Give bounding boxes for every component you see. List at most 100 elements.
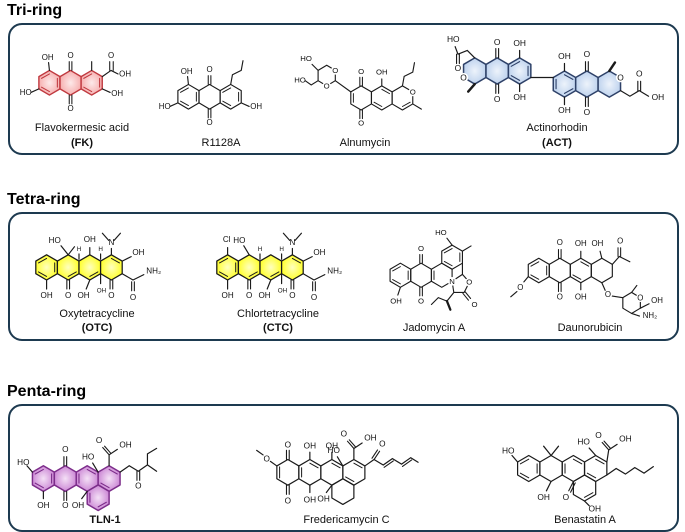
structure-flavokermesic-acid: OH O O OH HO OH O (20, 51, 132, 113)
atom-label: N (449, 276, 455, 285)
atom-label: O (246, 291, 252, 300)
atom-label: O (418, 244, 424, 253)
atom-label: OH (258, 291, 270, 300)
compound-r1128a: OH O HO OH O R1128A (155, 51, 287, 150)
atom-label: O (466, 277, 472, 286)
atom-label: O (206, 65, 212, 74)
atom-label: HO (294, 75, 306, 84)
atom-label: OH (37, 500, 49, 509)
atom-label: OH (317, 495, 329, 504)
structure-daunorubicin: O O O O O OH OH OH O OH NH₂ (510, 236, 663, 320)
structure-chlortetracycline: Cl HO H H N OH NH₂ OH O OH OH O O (216, 232, 342, 302)
atom-label: HO (502, 445, 515, 455)
atom-label: OH (132, 248, 144, 257)
compound-abbr: (CTC) (263, 322, 293, 335)
atom-label: OH (84, 235, 96, 244)
compound-tln-1: HO O OH O OH HO O OH O TLN-1 (16, 411, 194, 528)
atom-label: OH (250, 102, 262, 111)
atom-label: O (108, 51, 114, 60)
atom-label: OH (575, 292, 587, 301)
atom-label: HO (82, 452, 94, 461)
atom-label: H (98, 246, 103, 253)
compound-name: Jadomycin A (402, 322, 466, 335)
compound-oxytetracycline: HO H OH H N OH NH₂ OH O OH OH O O Oxytet… (16, 217, 178, 336)
compound-name: Chlortetracycline (237, 308, 319, 321)
atom-label: O (324, 81, 330, 90)
atom-label: OH (119, 70, 131, 79)
atom-label: OH (619, 433, 632, 443)
compound-name: Daunorubicin (557, 322, 623, 335)
atom-label: OH (537, 492, 550, 502)
compound-alnumycin: O O HO HO O O OH O Alnumycin (294, 48, 436, 150)
compound-name: Oxytetracycline (59, 308, 135, 321)
section-tetra-ring: Tetra-ring HO H OH H N OH NH₂ (0, 191, 685, 341)
atom-label: OH (77, 291, 89, 300)
atom-label: NH₂ (327, 267, 342, 276)
atom-label: HO (577, 436, 590, 446)
atom-label: OH (72, 500, 84, 509)
compound-daunorubicin: O O O O O OH OH OH O OH NH₂ Daunorubicin (509, 225, 671, 336)
atom-label: N (108, 238, 114, 247)
compound-abbr: (ACT) (542, 136, 572, 149)
structure-tln-1: HO O OH O OH HO O OH O (17, 435, 158, 511)
atom-label: O (595, 429, 602, 439)
atom-label: O (557, 238, 563, 247)
atom-label: O (605, 290, 611, 299)
atom-label: HO (159, 102, 171, 111)
compound-name: Benastatin A (554, 513, 616, 526)
compound-benastatin-a: HO OH O OH HO O OH Benastatin A (499, 409, 671, 527)
atom-label: OH (278, 288, 288, 295)
atom-label: O (584, 107, 591, 117)
compound-name: R1128A (201, 136, 241, 149)
atom-label: O (494, 94, 501, 104)
atom-label: O (455, 63, 462, 73)
atom-label: O (563, 492, 570, 502)
atom-label: O (62, 500, 68, 509)
atom-label: HO (300, 54, 312, 63)
compound-name: Alnumycin (339, 136, 391, 149)
atom-label: OH (41, 291, 53, 300)
structure-oxytetracycline: HO H OH H N OH NH₂ OH O OH OH O O (35, 232, 161, 302)
atom-label: HO (435, 227, 447, 236)
section-title-penta-ring: Penta-ring (7, 382, 87, 400)
atom-label: OH (181, 67, 193, 76)
structure-fredericamycin-c: O O O OH OH OH OH HO O OH O (255, 430, 419, 506)
atom-label: NH₂ (643, 311, 657, 320)
atom-label: O (135, 481, 141, 490)
structure-jadomycin-a: N O OH O O HO O (389, 227, 478, 311)
structure-alnumycin: O O HO HO O O OH O (294, 54, 422, 127)
atom-label: OH (313, 248, 325, 257)
compound-fredericamycin-c: O O O OH OH OH OH HO O OH O Fredericamyc… (253, 410, 441, 527)
structure-r1128a: OH O HO OH O (159, 60, 262, 127)
atom-label: OH (303, 442, 315, 451)
atom-label: OH (652, 92, 665, 102)
atom-label: OH (592, 239, 604, 248)
atom-label: HO (447, 34, 460, 44)
compound-name: Fredericamycin C (303, 513, 390, 526)
compound-abbr: (FK) (71, 136, 93, 149)
atom-label: O (284, 441, 291, 450)
atom-label: OH (119, 440, 131, 449)
structure-actinorhodin: O O HO O O O OH OH OH OH O O O OH (447, 34, 665, 117)
atom-label: O (332, 66, 338, 75)
compound-jadomycin-a: N O OH O O HO O Jadomycin A (378, 227, 490, 336)
section-title-tri-ring: Tri-ring (7, 2, 63, 19)
compound-name: Flavokermesic acid (34, 122, 130, 135)
atom-label: O (584, 49, 591, 59)
atom-label: HO (20, 88, 32, 97)
atom-label: O (65, 291, 71, 300)
atom-label: HO (17, 457, 29, 466)
atom-label: O (130, 293, 136, 302)
section-title-tetra-ring: Tetra-ring (7, 191, 81, 209)
atom-label: OH (364, 433, 376, 442)
compound-flavokermesic-acid: OH O O OH HO OH O Flavokermesic acid (FK… (16, 37, 148, 150)
atom-label: OH (42, 53, 54, 62)
atom-label: O (289, 291, 295, 300)
compound-abbr: (OTC) (81, 322, 113, 335)
atom-label: O (617, 236, 623, 245)
atom-label: O (557, 292, 563, 301)
atom-label: O (263, 454, 270, 463)
atom-label: HO (49, 236, 61, 245)
atom-label: O (340, 430, 347, 439)
